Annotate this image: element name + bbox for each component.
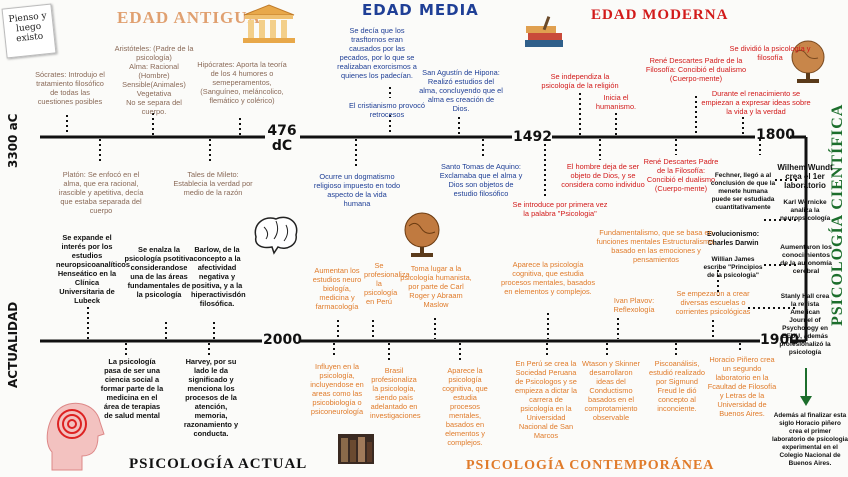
globe-icon [404,212,440,257]
text-pavlov: Ivan Plavov: Reflexología [613,296,655,314]
text-peru-prof: Se profesionaliza la psicología en Perú [364,261,410,306]
text-influyen: Influyen en la psicología, incluyendose … [310,362,364,416]
text-descartes-1: René Descartes Padre de la Filosofía: Co… [645,56,747,83]
year-3300ac: 3300 aC [6,113,20,168]
text-hipocrates: Hipócrates: Aporta la teoría de los 4 hu… [197,60,287,105]
year-476-suffix: dC [271,138,293,154]
era-title-contemporanea: PSICOLOGÍA CONTEMPORÁNEA [466,458,715,473]
year-476: 476 dC [264,124,300,154]
era-title-media: EDAD MEDIA [362,1,479,19]
text-humanista: Toma lugar a la psicología humanista, po… [400,264,472,309]
text-socrates: Sócrates: Introdujo el tratamiento filos… [35,70,105,106]
year-1800: 1800 [756,127,795,143]
year-2000: 2000 [263,332,302,348]
text-hall: Stanly Hall crea la revista American Jou… [779,293,831,356]
text-funcionales: Fundamentalismo, que se basa en funcione… [596,228,716,264]
text-positiva: Se enalza la psicología psotitiva consid… [124,245,194,299]
text-escuelas: Se empezaron a crear diversas escuelas o… [675,289,751,316]
text-aumentan: Aumentan los estudios neuro biología, me… [312,266,362,311]
year-1900: 1900 [760,332,799,348]
era-title-antigua: EDAD ANTIGUA [117,8,261,27]
text-ademas: Además al finalizar esta siglo Horacio p… [772,412,848,467]
text-dividio: Se dividió la psicología y filosofía [729,44,811,62]
text-harvey: Harvey, por su lado le da significado y … [183,357,239,438]
text-fechner: Fechner, llegó a al conclusión de que la… [710,172,776,211]
text-independiza: Se independiza la psicología de la relig… [541,72,619,90]
text-wundt: Wilhem Wundt crea el 1er laboratorio [777,163,833,190]
text-barlow: Barlow, de la concepto a la afectividad … [191,245,246,308]
text-james: Willian James escribe "Principios de la … [703,256,763,279]
text-psicoanalisis: Piscoanálisis, estudió realizado por Sig… [649,359,705,413]
text-horacio: Horacio Piñero crea un segundo laborator… [707,355,777,418]
text-trastornos: Se decía que los trasftornos eran causad… [337,26,417,80]
text-medicina: La psicología pasa de ser una ciencia so… [100,357,164,420]
text-descartes-2: René Descartes Padre de la Filosofía: Co… [643,157,719,193]
text-tomas: Santo Tomas de Aquino: Exclamaba que el … [439,162,523,198]
year-1492: 1492 [513,129,552,145]
sticker-note: Pienso y luego existo [1,3,57,59]
text-tales: Tales de Mileto: Establecia la verdad po… [173,170,253,197]
globe-icon [791,40,825,83]
brain-icon [254,216,298,255]
text-brasil: Brasil profesionaliza la psicología, sie… [370,366,421,420]
text-cognitiva-2: Aparece la psicología cognitiva, que est… [442,366,488,447]
text-agustin: San Agustín de Hipona: Realizó estudios … [419,68,503,113]
text-hombre: El hombre deja de ser objeto de Dios, y … [561,162,645,189]
text-interes: Se expande el interés por los estudios n… [56,233,130,305]
text-dogmatismo: Ocurre un dogmatismo religioso impuesto … [313,172,401,208]
head-icon [46,402,105,471]
text-renacimiento: Durante el renacimiento se empiezan a ex… [701,89,811,116]
text-aumentaron: Aumentaron los conocimientos de la auton… [780,244,832,275]
text-platon: Platón: Se enfocó en el alma, que era ra… [58,170,144,215]
columns-icon [243,4,295,43]
text-wernicke: Karl Wernicke analiza la neuropsicología [780,199,831,222]
text-cognitiva: Aparece la psicología cognitiva, que est… [500,260,596,296]
text-darwin: Evolucionismo: Charles Darwin [706,231,760,247]
text-aristoteles: Aristóteles: (Padre de la psicología) Al… [114,44,194,116]
old-books-icon [338,434,374,464]
year-476-number: 476 [267,123,297,139]
text-humanismo: Inicia el humanismo. [595,93,637,111]
era-title-moderna: EDAD MODERNA [591,7,729,23]
text-cristianismo: El cristianismo provocó retrocesos [349,101,425,119]
era-title-actual: PSICOLOGÍA ACTUAL [129,456,308,472]
text-peru-sociedad: En Perú se crea la Sociedad Peruana de P… [514,359,578,440]
text-primera-vez: Se introduce por primera vez la palabra … [512,200,608,218]
year-actualidad: ACTUALIDAD [6,301,20,388]
books-icon [525,16,563,47]
text-watson: Wtason y Skinner desarrollaron ideas del… [582,359,640,422]
